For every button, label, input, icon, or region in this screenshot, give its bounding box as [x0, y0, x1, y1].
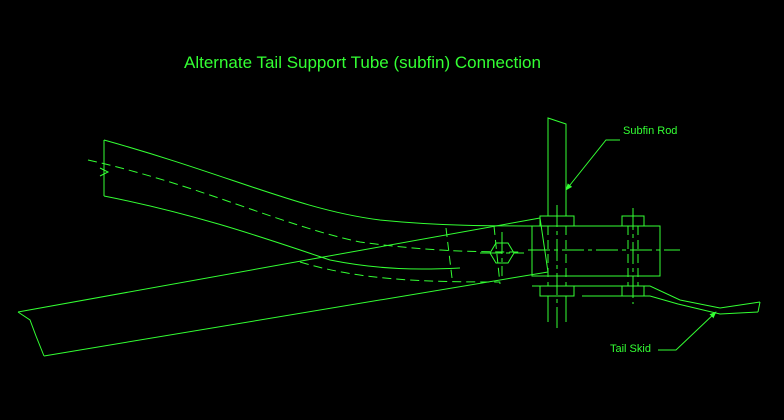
tail-skid-bottom — [582, 295, 759, 315]
lower-tube-hidden-line — [299, 261, 501, 283]
upper-tube-hidden-line — [87, 159, 521, 253]
sleeve-body — [531, 225, 661, 277]
fitting-block — [528, 225, 680, 277]
subfin-rod-outline — [547, 117, 567, 216]
tail-skid-top — [582, 285, 761, 309]
lower-tube-section-line-a — [445, 227, 453, 279]
tail-skid-label: Tail Skid — [610, 343, 651, 355]
tail-skid-tip — [757, 301, 761, 313]
subfin-rod-callout: Subfin Rod — [565, 125, 677, 191]
lower-tube-bottom-edge — [43, 271, 549, 357]
upper-tube-bottom-edge — [103, 195, 461, 270]
lower-tube — [17, 217, 549, 357]
lower-tube-top-edge — [17, 217, 541, 313]
tail-skid — [582, 285, 761, 315]
subfin-rod-label: Subfin Rod — [623, 125, 677, 137]
upper-tube-break-mark — [99, 167, 110, 177]
clamp-bolt-right — [616, 208, 650, 304]
upper-tube — [87, 139, 546, 270]
lower-tube-end — [539, 217, 549, 273]
drawing-title: Alternate Tail Support Tube (subfin) Con… — [184, 53, 541, 72]
subfin-rod-leader — [565, 139, 620, 191]
tail-skid-leader — [658, 311, 717, 351]
lower-tube-break-end — [17, 311, 45, 357]
clamp-left-top-nut — [539, 215, 575, 227]
clamp-bolt-left — [532, 215, 582, 297]
tail-skid-callout: Tail Skid — [610, 311, 717, 355]
lower-tube-section-line-b — [493, 225, 501, 285]
hex-bolt — [480, 232, 524, 276]
upper-tube-top-edge — [103, 139, 546, 227]
